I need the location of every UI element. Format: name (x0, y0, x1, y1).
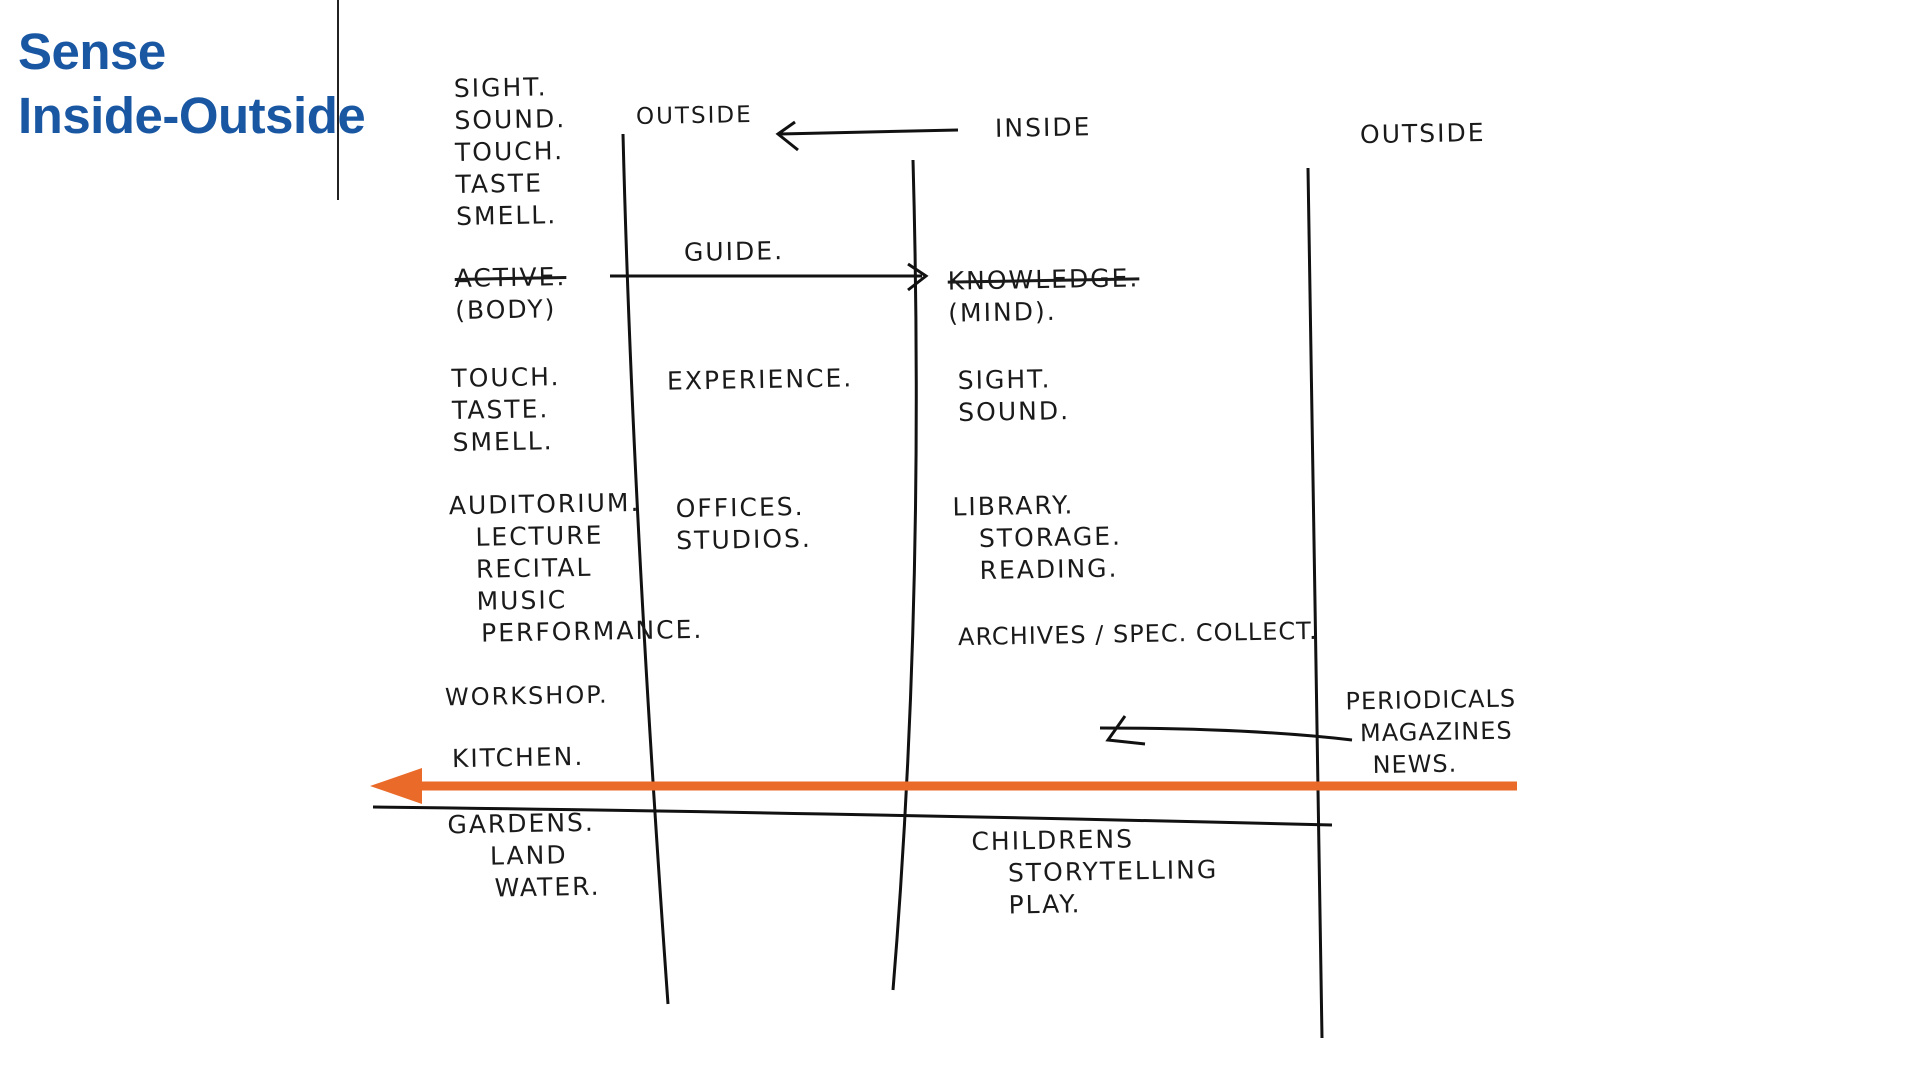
library-item: Storage. (978, 521, 1123, 554)
periodicals-list: Periodicals Magazines News. (1345, 683, 1517, 782)
childrens-item: Storytelling (1007, 854, 1219, 888)
sketch-frame-left-edge (337, 0, 339, 200)
sense-item: Smell. (455, 200, 558, 231)
header-outside-right: Outside (1359, 117, 1486, 150)
mind-senses-list: Sight. Sound. (957, 363, 1070, 429)
offices-list: Offices. Studios. (675, 491, 812, 557)
header-outside-left: Outside (635, 101, 753, 131)
title-line-1: Sense (18, 23, 166, 80)
knowledge-group: Knowledge. (Mind). (947, 262, 1140, 329)
auditorium-item: Performance. (480, 614, 704, 648)
body-sense-item: Taste. (451, 394, 550, 425)
library-item: Library. (952, 490, 1075, 522)
archives-label: Archives / Spec. Collect. (957, 616, 1318, 652)
sense-item: Sight. (453, 72, 548, 103)
active-group: Active. (Body) (454, 261, 567, 327)
workshop-label: Workshop. (444, 680, 609, 712)
divider-line-3 (1306, 167, 1324, 1039)
mind-sense-item: Sight. (957, 364, 1052, 395)
slide-title: Sense Inside-Outside (18, 20, 366, 148)
offices-item: Studios. (676, 523, 813, 556)
library-list: Library. Storage. Reading. (952, 489, 1123, 588)
experience-label: Experience. (666, 363, 854, 396)
body-senses-list: Touch. Taste. Smell. (451, 361, 562, 459)
guide-label: Guide. (683, 236, 785, 267)
library-item: Reading. (979, 553, 1119, 586)
sense-item: Sound. (454, 104, 567, 135)
orange-arrow-head (370, 768, 422, 804)
knowledge-sub: (Mind). (948, 296, 1057, 328)
auditorium-item: Lecture (475, 520, 604, 552)
gardens-item: Water. (494, 871, 601, 903)
periodicals-item: Magazines (1359, 716, 1513, 748)
periodicals-item: News. (1372, 749, 1458, 780)
body-sense-item: Smell. (452, 426, 554, 457)
body-sense-item: Touch. (451, 362, 561, 393)
active-sub: (Body) (455, 294, 557, 325)
childrens-item: Childrens (971, 824, 1135, 857)
gardens-item: Land (489, 840, 568, 871)
periodicals-arrow (1099, 715, 1353, 746)
sense-item: Touch. (454, 136, 565, 167)
inside-to-outside-arrow (775, 120, 959, 152)
childrens-list: Childrens Storytelling Play. (971, 822, 1219, 922)
childrens-item: Play. (1008, 889, 1082, 920)
auditorium-item: Auditorium. (448, 487, 641, 521)
ground-line (372, 805, 1333, 827)
title-line-2: Inside-Outside (18, 87, 366, 144)
mind-sense-item: Sound. (958, 396, 1071, 427)
guide-arrow (610, 262, 929, 292)
header-inside: Inside (994, 112, 1092, 143)
active-label: Active. (454, 262, 567, 293)
auditorium-item: Music (476, 585, 568, 616)
gardens-item: Gardens. (447, 807, 596, 840)
offices-item: Offices. (675, 491, 805, 524)
periodicals-item: Periodicals (1345, 684, 1517, 716)
sense-item: Taste (455, 168, 544, 199)
auditorium-item: Recital (475, 552, 593, 584)
kitchen-label: Kitchen. (451, 741, 585, 774)
knowledge-label: Knowledge. (947, 263, 1140, 296)
auditorium-list: Auditorium. Lecture Recital Music Perfor… (449, 486, 704, 650)
gardens-list: Gardens. Land Water. (447, 807, 601, 906)
senses-list: Sight. Sound. Touch. Taste Smell. (454, 71, 569, 233)
divider-line-1 (621, 133, 670, 1005)
